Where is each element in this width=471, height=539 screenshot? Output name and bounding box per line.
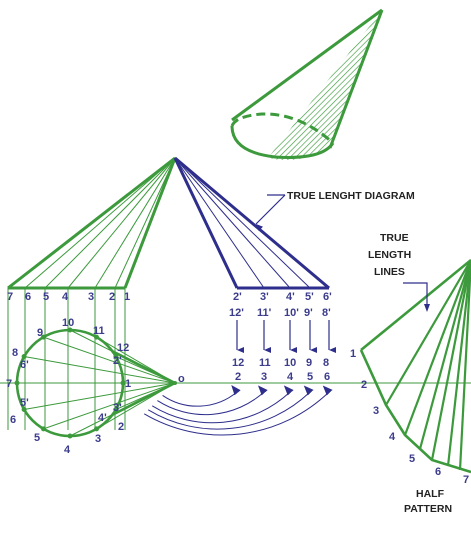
top-label-7: 7 xyxy=(6,378,12,390)
apex-label: o xyxy=(178,373,185,385)
swing-arc-0 xyxy=(162,385,241,407)
pattern-line-4 xyxy=(446,259,471,467)
true-length-line-3 xyxy=(174,157,311,289)
front-view xyxy=(7,156,177,290)
front-label-6: 6 xyxy=(25,291,31,303)
tl-pair-bottom-2: 4 xyxy=(287,371,294,383)
top-label-8: 8 xyxy=(12,347,18,359)
top-label-3p: 3' xyxy=(113,402,122,414)
tl-top-2: 4' xyxy=(286,291,295,303)
front-element-line-5 xyxy=(114,157,176,289)
true-length-diagram-label: TRUE LENGHT DIAGRAM xyxy=(287,190,415,202)
top-view xyxy=(0,288,471,439)
tl-top-4: 6' xyxy=(323,291,332,303)
apex-point xyxy=(173,381,177,385)
pattern-label-3: 3 xyxy=(373,405,379,417)
tl-pair-top-3: 9 xyxy=(306,357,312,369)
tl-pair-bottom-4: 6 xyxy=(324,371,330,383)
top-label-6: 6 xyxy=(10,414,16,426)
tl-pair-bottom-3: 5 xyxy=(307,371,313,383)
front-label-5: 5 xyxy=(43,291,49,303)
radial-line-4 xyxy=(43,382,176,430)
top-label-2p: 2' xyxy=(113,355,122,367)
front-label-3: 3 xyxy=(88,291,94,303)
radial-line-7 xyxy=(24,356,176,384)
tangent-upper xyxy=(111,349,176,385)
top-label-5: 5 xyxy=(34,432,40,444)
half-pattern-label-2: PATTERN xyxy=(404,503,452,515)
pattern-label-1: 1 xyxy=(350,348,356,360)
top-label-3: 3 xyxy=(95,433,101,445)
tl-mid-2: 10' xyxy=(284,307,299,319)
true-length-lines-label-1: TRUE xyxy=(380,232,409,244)
front-label-4: 4 xyxy=(62,291,69,303)
front-element-line-3 xyxy=(67,157,176,289)
tl-pair-top-2: 10 xyxy=(284,357,296,369)
front-label-2: 2 xyxy=(109,291,115,303)
tl-pair-top-1: 11 xyxy=(259,357,271,369)
true-length-diagram: TRUE LENGHT DIAGRAM xyxy=(173,156,415,353)
tl-mid-0: 12' xyxy=(229,307,244,319)
top-label-11: 11 xyxy=(93,325,105,337)
half-pattern-label-1: HALF xyxy=(416,488,445,500)
tl-pair-bottom-0: 2 xyxy=(235,371,241,383)
top-label-4: 4 xyxy=(64,444,71,456)
pattern-label-2: 2 xyxy=(361,379,367,391)
true-length-line-2 xyxy=(174,157,291,289)
front-label-7: 7 xyxy=(7,291,13,303)
top-label-9: 9 xyxy=(37,327,43,339)
leader-tl-lines xyxy=(403,282,428,305)
pictorial-cone xyxy=(230,8,384,161)
swing-arc-4 xyxy=(143,385,333,436)
pattern-label-7: 7 xyxy=(463,474,469,486)
tl-pair-top-4: 8 xyxy=(323,357,329,369)
tl-mid-1: 11' xyxy=(257,307,272,319)
true-length-lines-label-2: LENGTH xyxy=(368,249,411,261)
top-label-10: 10 xyxy=(62,317,74,329)
swing-arc-1 xyxy=(157,385,268,416)
pattern-label-6: 6 xyxy=(435,466,441,478)
tl-top-1: 3' xyxy=(260,291,269,303)
top-label-2: 2 xyxy=(118,421,124,433)
pattern-line-1 xyxy=(403,259,471,436)
tl-top-3: 5' xyxy=(305,291,314,303)
front-label-1: 1 xyxy=(124,291,130,303)
front-element-line-4 xyxy=(94,157,176,289)
pattern-line-3 xyxy=(430,259,471,461)
pattern-line-2 xyxy=(418,259,471,450)
radial-line-8 xyxy=(43,336,176,384)
true-length-lines-label-3: LINES xyxy=(374,266,405,278)
radial-line-5 xyxy=(24,382,176,410)
swing-arc-3 xyxy=(147,385,314,430)
tl-top-0: 2' xyxy=(233,291,242,303)
top-label-4p: 4' xyxy=(98,412,107,424)
tl-pair-top-0: 12 xyxy=(232,357,244,369)
swing-arc-2 xyxy=(151,385,294,424)
true-length-line-1 xyxy=(174,157,265,289)
top-label-6p: 6' xyxy=(20,359,29,371)
half-pattern xyxy=(359,258,471,474)
tangent-lower xyxy=(111,381,176,417)
tl-mid-4: 8' xyxy=(322,307,331,319)
top-label-1: 1 xyxy=(125,378,131,390)
front-element-line-2 xyxy=(44,157,176,289)
tl-mid-3: 9' xyxy=(304,307,313,319)
pattern-label-4: 4 xyxy=(389,431,396,443)
tl-pair-bottom-1: 3 xyxy=(261,371,267,383)
swing-arcs xyxy=(143,385,333,436)
top-label-5p: 5' xyxy=(20,397,29,409)
front-element-line-1 xyxy=(24,157,176,289)
leader-arrow xyxy=(255,194,286,232)
top-label-12: 12 xyxy=(117,342,129,354)
pattern-line-5 xyxy=(458,259,471,471)
pattern-line-0 xyxy=(385,259,471,406)
pattern-label-5: 5 xyxy=(409,453,415,465)
labels: 7 6 5 4 3 2 1 2' 3' 4' 5' 6' 12' 11' 10'… xyxy=(6,232,469,515)
